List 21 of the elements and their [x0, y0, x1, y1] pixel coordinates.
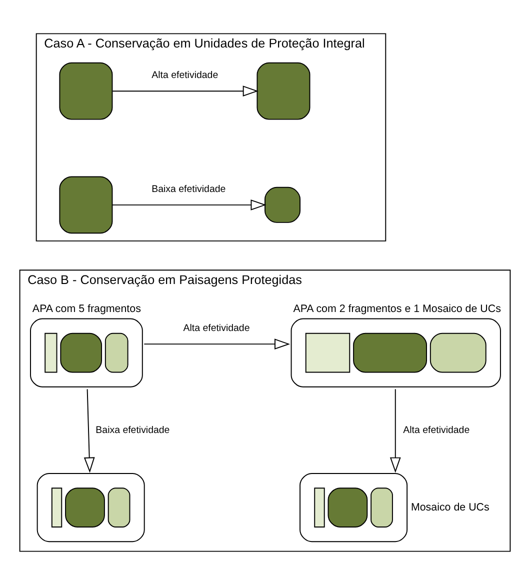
node-label: APA com 5 fragmentos [32, 302, 141, 314]
arrow [112, 198, 266, 210]
arrow [144, 338, 290, 350]
edge-label: Baixa efetividade [152, 183, 226, 194]
node-box [264, 186, 301, 222]
edge-label: Alta efetividade [183, 322, 250, 334]
node-box [256, 62, 310, 120]
arrow [84, 388, 95, 472]
node-box [59, 176, 113, 234]
node-box [30, 318, 143, 387]
node-box [290, 318, 501, 387]
node-box [59, 62, 113, 120]
arrow [390, 388, 401, 472]
arrow [112, 85, 258, 96]
edge-label: Alta efetividade [152, 69, 218, 80]
edge-label: Baixa efetividade [96, 424, 170, 436]
node-label: Mosaico de UCs [410, 500, 490, 513]
edge-label: Alta efetividade [403, 424, 470, 436]
node-box [300, 472, 408, 542]
node-label: APA com 2 fragmentos e 1 Mosaico de UCs [293, 302, 501, 314]
node-box [36, 472, 145, 542]
